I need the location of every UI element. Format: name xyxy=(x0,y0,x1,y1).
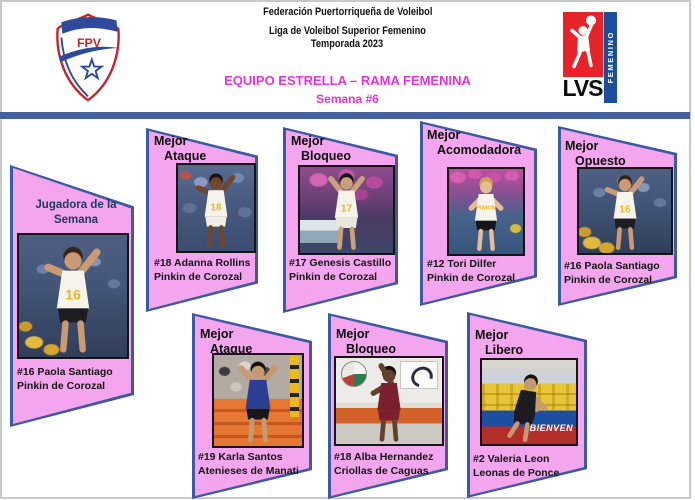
referee-post xyxy=(289,355,300,417)
card-title-line2: Acomodadora xyxy=(437,143,522,157)
caption-team: Criollas de Caguas xyxy=(334,464,429,477)
card-jugadora-de-la-semana: Jugadora de la Semana 16 #16 Paola Santi… xyxy=(10,165,134,427)
caption-team: Pinkin de Corozal xyxy=(564,273,653,286)
program-title: EQUIPO ESTRELLA – RAMA FEMENINA xyxy=(224,73,471,88)
caption-team: Atenieses de Manati xyxy=(198,464,299,477)
player-photo: 17 xyxy=(298,165,395,255)
card-title-line2: Bloqueo xyxy=(301,149,351,163)
photo-caption: #12 Tori Dilfer Pinkin de Corozal xyxy=(427,258,515,285)
lvs-femenino-logo: LVS FEMENINO xyxy=(561,11,617,103)
jersey-text: PINKIN xyxy=(476,206,496,212)
season-label: Temporada 2023 xyxy=(311,38,384,50)
card-mejor-libero: Mejor Libero BIENVEN #2 Valeria Leon Leo… xyxy=(467,312,587,498)
card-mejor-acomodadora: Mejor Acomodadora PINKIN #12 Tori Dilfer… xyxy=(420,121,537,306)
card-title: Jugadora de la Semana xyxy=(35,199,117,226)
federation-title: Federación Puertorriqueña de Voleibol xyxy=(262,6,433,18)
fpv-shield-icon: FPV xyxy=(56,13,120,102)
card-mejor-bloqueo-1: Mejor Bloqueo 17 #17 Genesis Castillo Pi… xyxy=(283,127,398,313)
photo-caption: #17 Genesis Castillo Pinkin de Corozal xyxy=(289,257,391,284)
card-mejor-bloqueo-2: Mejor Bloqueo #18 Alba Hernandez Criolla… xyxy=(328,313,448,499)
photo-caption: #18 Alba Hernandez Criollas de Caguas xyxy=(334,451,433,478)
jersey-number: 16 xyxy=(619,205,631,216)
volleyball-player-icon xyxy=(570,15,596,69)
league-title: Liga de Voleibol Superior Femenino xyxy=(269,25,426,37)
player-silhouette-icon: PINKIN xyxy=(468,177,504,252)
player-photo xyxy=(212,353,304,448)
lvs-red-square xyxy=(563,12,603,77)
player-photo: PINKIN xyxy=(447,167,525,256)
player-silhouette-icon: 17 xyxy=(328,173,365,250)
caption-player: #16 Paola Santiago xyxy=(564,260,660,272)
photo-caption: #19 Karla Santos Atenieses de Manati xyxy=(198,451,299,478)
caption-player: #16 Paola Santiago xyxy=(17,366,113,378)
caption-team: Pinkin de Corozal xyxy=(427,271,516,284)
card-title-line1: Mejor xyxy=(200,327,234,341)
player-photo: 16 xyxy=(577,167,673,255)
lvs-blue-strip: FEMENINO xyxy=(604,12,617,103)
card-title-line1: Mejor xyxy=(475,328,509,342)
lvs-label: LVS xyxy=(562,75,603,101)
volleyball-icon xyxy=(341,361,368,388)
player-silhouette-icon: 18 xyxy=(195,173,236,248)
player-silhouette-icon xyxy=(370,363,401,442)
player-silhouette-icon xyxy=(238,361,278,443)
photo-caption: #18 Adanna Rollins Pinkin de Corozal xyxy=(154,257,250,284)
caption-player: #18 Alba Hernandez xyxy=(334,451,434,463)
caption-player: #19 Karla Santos xyxy=(198,451,283,463)
player-photo xyxy=(334,356,444,446)
card-title-line2: Libero xyxy=(485,343,524,357)
photo-caption: #16 Paola Santiago Pinkin de Corozal xyxy=(17,366,113,393)
card-mejor-ataque-1: Mejor Ataque 18 #18 Adanna Rollins Pinki… xyxy=(146,128,258,312)
caption-team: Pinkin de Corozal xyxy=(154,270,243,283)
caption-player: #17 Genesis Castillo xyxy=(289,257,392,269)
background-sign xyxy=(300,220,340,243)
jersey-number: 18 xyxy=(211,203,222,214)
caption-team: Pinkin de Corozal xyxy=(289,270,378,283)
caption-team: Leonas de Ponce xyxy=(473,466,560,479)
player-photo: 18 xyxy=(176,163,256,253)
photo-caption: #16 Paola Santiago Pinkin de Corozal xyxy=(564,260,660,287)
femenino-vertical-label: FEMENINO xyxy=(606,31,615,84)
player-silhouette-icon xyxy=(507,374,548,442)
fpv-label: FPV xyxy=(77,36,102,50)
card-title-line2: Opuesto xyxy=(575,154,626,168)
fpv-flag-icon xyxy=(61,17,118,34)
caption-player: #18 Adanna Rollins xyxy=(154,257,251,269)
banner-text: BIENVEN xyxy=(529,423,574,434)
player-photo: 16 xyxy=(17,233,129,359)
jersey-number: 16 xyxy=(65,287,81,303)
card-title-line1: Mejor xyxy=(154,134,188,148)
player-silhouette-icon: 16 xyxy=(604,175,645,250)
player-silhouette-icon: 16 xyxy=(44,246,101,353)
card-title-line1: Mejor xyxy=(427,128,461,142)
card-title-line1: Mejor xyxy=(336,327,370,341)
caption-team: Pinkin de Corozal xyxy=(17,379,106,392)
player-photo: BIENVEN xyxy=(480,358,578,446)
header-divider xyxy=(0,112,690,119)
photo-caption: #2 Valeria Leon Leonas de Ponce xyxy=(473,453,559,480)
caption-player: #12 Tori Dilfer xyxy=(427,258,497,270)
week-label: Semana #6 xyxy=(316,92,379,106)
jersey-number: 17 xyxy=(341,204,353,215)
header: Federación Puertorriqueña de Voleibol Li… xyxy=(140,4,555,106)
card-mejor-ataque-2: Mejor Ataque #19 Karla Santos Atenieses … xyxy=(192,313,312,499)
sponsor-sign xyxy=(399,361,438,390)
card-title-line1: Mejor xyxy=(565,139,599,153)
card-title-line1: Mejor xyxy=(291,134,325,148)
card-mejor-opuesto: Mejor Opuesto 16 #16 Paola Santiago Pink… xyxy=(558,126,677,306)
card-title-line2: Ataque xyxy=(164,149,207,163)
caption-player: #2 Valeria Leon xyxy=(473,453,550,465)
card-title-line2: Ataque xyxy=(210,342,253,356)
card-title-line2: Bloqueo xyxy=(346,342,396,356)
